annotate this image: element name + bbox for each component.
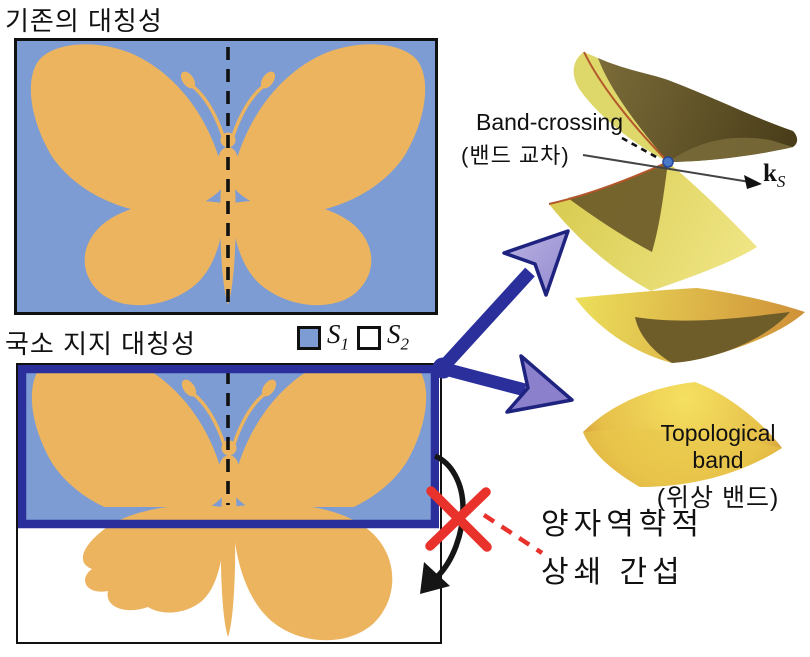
- hand-drawn-arrow-head-icon: [420, 562, 450, 594]
- title-conventional-symmetry: 기존의 대칭성: [5, 6, 163, 36]
- butterfly-right-hindwing: [232, 200, 372, 306]
- upper-arrow-head-icon: [502, 229, 570, 297]
- topological-band-label: Topological band (위상 밴드): [638, 420, 798, 514]
- title-local-symmetry: 국소 지지 대칭성: [5, 329, 196, 359]
- upper-gapped-band-inner-face: [635, 312, 790, 363]
- interference-pointer-dashed-line: [482, 513, 544, 555]
- butterfly-upper-half: [31, 365, 427, 507]
- ks-axis-line: [582, 154, 751, 183]
- forbidden-path-marks: [420, 453, 544, 594]
- butterfly-left-antenna-club: [181, 379, 197, 397]
- band-crossing-surfaces: [548, 51, 798, 291]
- corner-node-dot: [432, 357, 454, 379]
- lower-arrow-head-icon: [505, 354, 574, 414]
- butterfly-tail: [220, 505, 236, 637]
- butterfly-left-hindwing: [84, 200, 224, 306]
- legend-s1-swatch: [297, 326, 321, 350]
- lower-band-edge: [548, 161, 669, 205]
- band-crossing-label-en: Band-crossing: [476, 109, 624, 135]
- topological-band-label-line1: Topological: [660, 420, 776, 446]
- legend-s1-label: S1: [327, 319, 349, 354]
- legend-s2-subscript: 2: [400, 334, 410, 354]
- butterfly-left-antenna: [190, 391, 226, 446]
- deformed-right-hindwing: [233, 503, 393, 641]
- ks-axis-label-sub: S: [776, 172, 786, 191]
- deformed-left-hindwing: [82, 505, 224, 613]
- legend-s1-subscript: 1: [340, 334, 350, 354]
- band-crossing-point: [662, 156, 674, 168]
- lower-band-fold: [568, 162, 668, 252]
- butterfly-right-antenna: [232, 391, 268, 446]
- conventional-symmetry-panel: [14, 38, 438, 315]
- s1-support-border: [18, 365, 439, 529]
- legend-s2-swatch: [357, 326, 381, 350]
- upper-band-fold: [668, 137, 793, 162]
- ks-axis-label-main: k: [763, 160, 777, 187]
- ks-axis-label: kS: [763, 160, 785, 192]
- local-symmetry-panel: [16, 363, 442, 644]
- ks-axis-arrowhead-icon: [744, 175, 762, 189]
- band-crossing-pointer-dashed-line: [621, 136, 659, 160]
- butterfly-half-figure: [18, 365, 439, 641]
- upper-band-surface: [598, 58, 798, 162]
- band-crossing-label-kr: (밴드 교차): [461, 143, 570, 168]
- butterfly-left-forewing: [31, 365, 224, 507]
- butterfly-lower-half-asymmetric: [82, 503, 393, 641]
- legend-s2-symbol: S: [387, 319, 401, 349]
- butterfly-right-antenna-club: [261, 379, 277, 397]
- butterfly-icon: [30, 44, 426, 306]
- butterfly-symmetric-figure: [30, 44, 426, 307]
- butterfly-right-antenna: [231, 83, 267, 138]
- topological-band-label-kr: (위상 밴드): [656, 484, 780, 512]
- butterfly-left-antenna: [189, 83, 225, 138]
- butterfly-abdomen: [220, 171, 236, 305]
- red-x-icon: [425, 486, 492, 552]
- topological-band-surfaces: [575, 288, 805, 487]
- interference-label-line1: 양자역학적: [541, 508, 704, 541]
- butterfly-right-antenna-club: [260, 71, 276, 89]
- legend-s2-label: S2: [387, 319, 409, 354]
- legend-s1-symbol: S: [327, 319, 341, 349]
- upper-arrow-shaft: [440, 267, 535, 370]
- interference-label-line2: 상쇄 간섭: [541, 556, 685, 589]
- butterfly-left-forewing: [30, 44, 223, 214]
- lower-arrow-shaft: [443, 362, 527, 397]
- mapping-arrows: [432, 229, 574, 414]
- butterfly-left-antenna-club: [180, 71, 196, 89]
- lower-gapped-band-front-face: [583, 429, 782, 487]
- butterfly-right-forewing: [233, 44, 426, 214]
- topological-band-label-line2: band: [692, 447, 744, 473]
- butterfly-right-forewing: [234, 365, 427, 507]
- upper-band-edge: [583, 51, 669, 163]
- upper-band-left-flap: [573, 52, 668, 162]
